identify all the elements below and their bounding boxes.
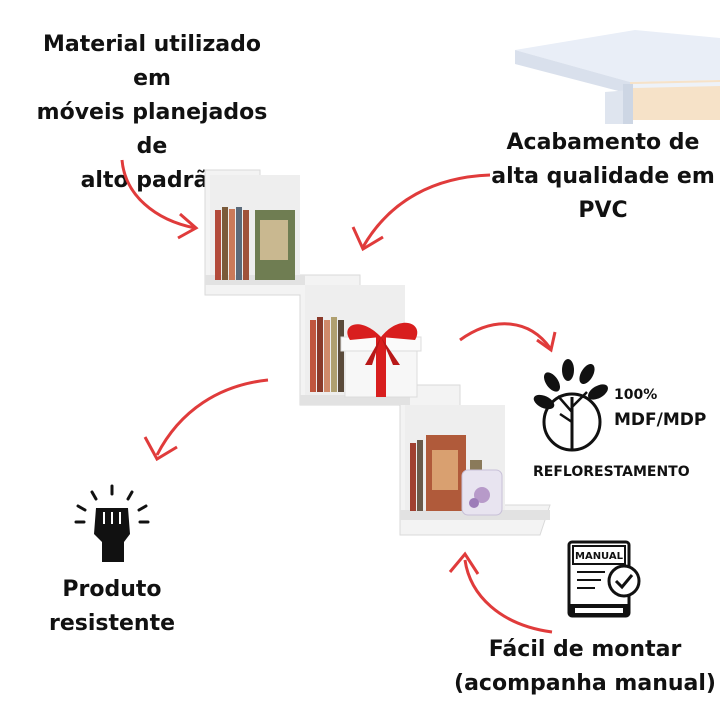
arrow-icon — [110, 150, 220, 250]
arrow-icon — [455, 310, 565, 360]
manual-icon: MANUAL — [565, 538, 647, 620]
material-line-2: móveis planejados de — [36, 100, 268, 159]
check-icon — [606, 563, 642, 599]
fist-icon — [70, 482, 154, 564]
finish-line-3: PVC — [578, 198, 628, 223]
finish-line-2: alta qualidade em — [491, 164, 715, 189]
pvc-board-image — [505, 20, 720, 125]
assembly-feature-text: Fácil de montar (acompanha manual) — [450, 633, 720, 701]
arrow-icon — [345, 165, 495, 260]
assembly-line-1: Fácil de montar — [488, 637, 682, 662]
mdf-caption: REFLORESTAMENTO — [533, 464, 690, 480]
arrow-icon — [440, 540, 560, 640]
assembly-line-2: (acompanha manual) — [454, 671, 716, 696]
material-line-3: alto padrão — [80, 168, 224, 193]
mdf-label: MDF/MDP — [614, 410, 707, 430]
finish-line-1: Acabamento de — [506, 130, 700, 155]
arrow-icon — [135, 375, 275, 470]
material-line-1: Material utilizado em — [43, 32, 261, 91]
material-feature-text: Material utilizado em móveis planejados … — [22, 28, 282, 198]
finish-feature-text: Acabamento de alta qualidade em PVC — [488, 126, 718, 228]
tree-icon — [532, 352, 612, 462]
shelf-product-image — [200, 165, 555, 540]
mdf-percent: 100% — [614, 387, 658, 403]
strong-line-1: Produto — [62, 577, 162, 602]
strong-line-2: resistente — [48, 611, 176, 636]
strong-feature-text: Produto resistente — [32, 573, 192, 641]
manual-label: MANUAL — [575, 551, 624, 562]
